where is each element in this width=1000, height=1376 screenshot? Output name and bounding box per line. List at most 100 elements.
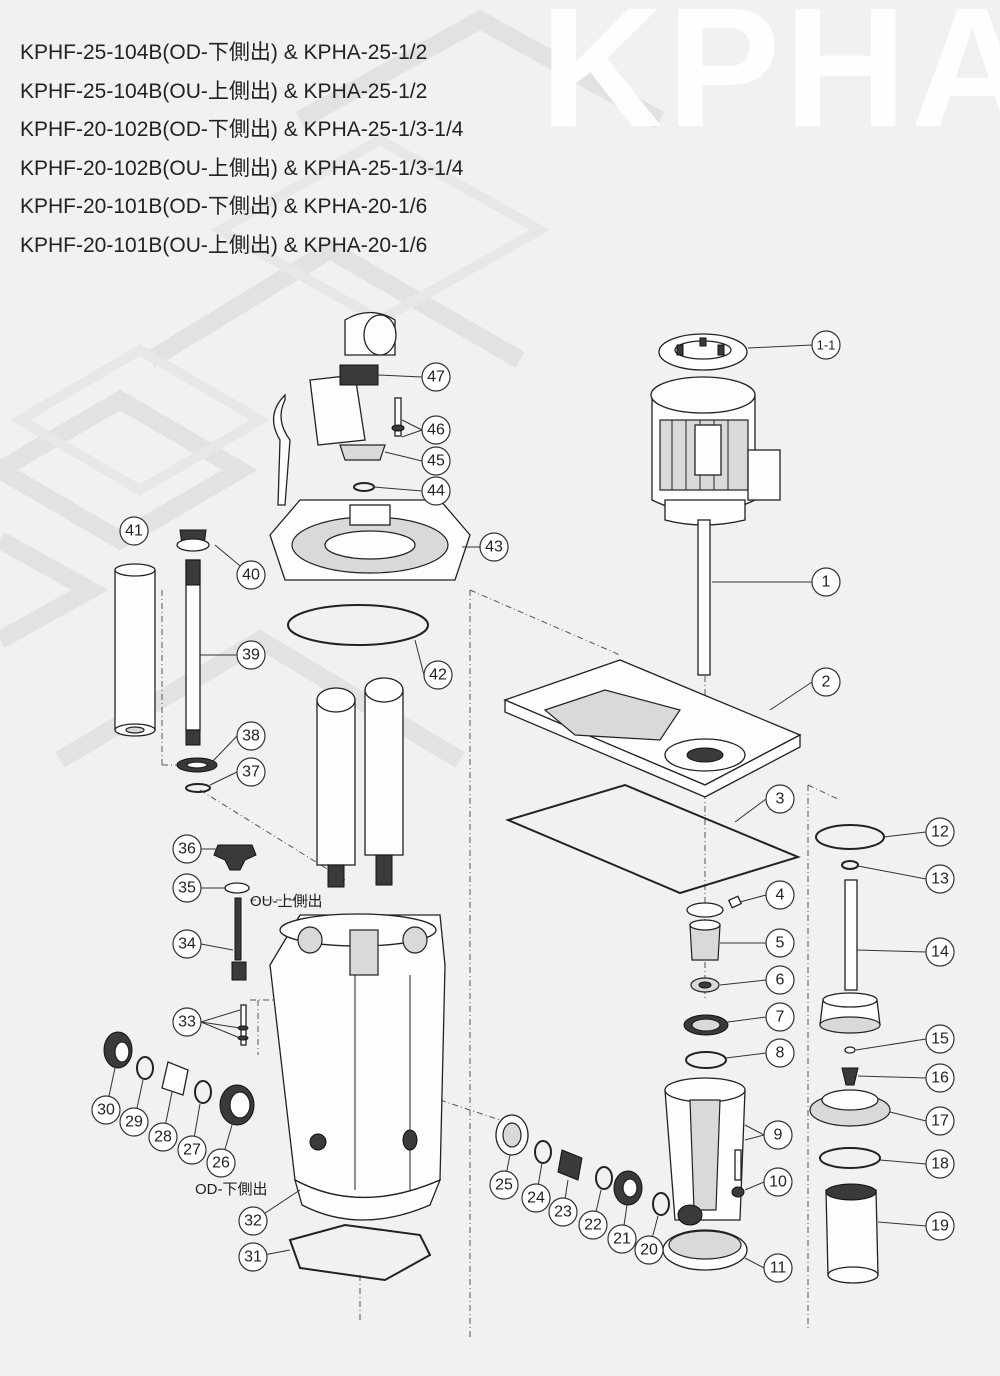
svg-text:42: 42: [429, 667, 447, 684]
shaft-seal-components: [683, 895, 743, 1069]
svg-text:26: 26: [212, 1155, 230, 1172]
callout-27: 27: [177, 1135, 207, 1165]
svg-text:4: 4: [776, 887, 785, 904]
callout-21: 21: [607, 1224, 637, 1254]
svg-text:7: 7: [776, 1009, 785, 1026]
motor-assembly: [650, 376, 781, 676]
callout-3: 3: [765, 784, 795, 814]
svg-text:36: 36: [178, 841, 196, 858]
svg-text:40: 40: [242, 567, 260, 584]
callout-2: 2: [811, 667, 841, 697]
svg-text:2: 2: [822, 674, 831, 691]
callout-36: 36: [172, 834, 202, 864]
svg-text:31: 31: [244, 1249, 262, 1266]
svg-text:11: 11: [770, 1260, 787, 1277]
svg-text:18: 18: [931, 1156, 949, 1173]
callout-23: 23: [548, 1197, 578, 1227]
svg-text:41: 41: [125, 523, 143, 540]
callout-28: 28: [148, 1122, 178, 1152]
callout-12: 12: [925, 817, 955, 847]
svg-text:33: 33: [178, 1014, 196, 1031]
callout-22: 22: [578, 1210, 608, 1240]
filter-housing-body: [269, 913, 446, 1221]
callout-7: 7: [765, 1002, 795, 1032]
lid-o-ring: [287, 604, 429, 646]
svg-text:30: 30: [97, 1102, 115, 1119]
housing-bottom-gasket: [288, 1223, 432, 1282]
callout-45: 45: [421, 446, 451, 476]
callout-35: 35: [172, 873, 202, 903]
callout-16: 16: [925, 1063, 955, 1093]
svg-text:1: 1: [822, 574, 831, 591]
svg-text:12: 12: [931, 824, 949, 841]
svg-text:13: 13: [931, 871, 949, 888]
filter-core-tube: [176, 529, 218, 793]
callout-4: 4: [765, 880, 795, 910]
callout-34: 34: [172, 929, 202, 959]
pump-base-plate: [503, 659, 802, 798]
base-gasket: [505, 783, 801, 895]
svg-text:28: 28: [154, 1129, 172, 1146]
svg-text:9: 9: [774, 1127, 783, 1144]
callout-42: 42: [423, 660, 453, 690]
vent-valve-assembly: [273, 311, 405, 506]
callout-10: 10: [763, 1167, 793, 1197]
svg-text:10: 10: [769, 1174, 787, 1191]
housing-clamp-hardware: [213, 844, 257, 1046]
filter-elements: [316, 677, 404, 888]
model-title-line: KPHF-20-102B(OU-上側出) & KPHA-25-1/3-1/4: [20, 156, 464, 180]
svg-text:32: 32: [244, 1213, 262, 1230]
callout-11: 11: [763, 1253, 793, 1283]
model-title-line: KPHF-25-104B(OU-上側出) & KPHA-25-1/2: [20, 79, 428, 103]
callout-33: 33: [172, 1007, 202, 1037]
svg-text:23: 23: [554, 1204, 572, 1221]
svg-text:8: 8: [776, 1045, 785, 1062]
callout-41: 41: [119, 516, 149, 546]
callout-25: 25: [489, 1170, 519, 1200]
callout-30: 30: [91, 1095, 121, 1125]
model-title-line: KPHF-20-101B(OD-下側出) & KPHA-20-1/6: [20, 195, 428, 218]
svg-text:15: 15: [931, 1031, 949, 1048]
svg-text:34: 34: [178, 936, 196, 953]
right-union-fittings: [495, 1114, 670, 1216]
svg-text:24: 24: [527, 1190, 545, 1207]
pump-casing: [662, 1077, 748, 1271]
svg-text:25: 25: [495, 1177, 513, 1194]
callout-15: 15: [925, 1024, 955, 1054]
callout-8: 8: [765, 1038, 795, 1068]
callout-20: 20: [634, 1235, 664, 1265]
svg-text:45: 45: [427, 453, 445, 470]
callout-40: 40: [236, 560, 266, 590]
svg-text:39: 39: [242, 647, 260, 664]
callout-24: 24: [521, 1183, 551, 1213]
svg-text:17: 17: [931, 1113, 949, 1130]
callout-26: 26: [206, 1148, 236, 1178]
svg-text:6: 6: [776, 972, 785, 989]
callout-37: 37: [236, 757, 266, 787]
svg-text:37: 37: [242, 764, 260, 781]
svg-text:3: 3: [776, 791, 785, 808]
callout-9: 9: [763, 1120, 793, 1150]
od-outlet-label: OD-下側出: [195, 1181, 268, 1198]
svg-text:44: 44: [427, 483, 445, 500]
model-title-line: KPHF-20-101B(OU-上側出) & KPHA-20-1/6: [20, 233, 428, 257]
model-title-list: KPHF-25-104B(OD-下側出) & KPHA-25-1/2 KPHF-…: [20, 34, 463, 265]
svg-text:27: 27: [183, 1142, 201, 1159]
svg-text:16: 16: [931, 1070, 949, 1087]
svg-text:19: 19: [931, 1218, 949, 1235]
svg-text:29: 29: [125, 1114, 143, 1131]
callout-6: 6: [765, 965, 795, 995]
svg-text:20: 20: [640, 1242, 658, 1259]
svg-text:14: 14: [931, 944, 949, 961]
callout-29: 29: [119, 1107, 149, 1137]
callout-46: 46: [421, 415, 451, 445]
callout-5: 5: [765, 928, 795, 958]
svg-text:21: 21: [613, 1231, 631, 1248]
callout-13: 13: [925, 864, 955, 894]
model-title-line: KPHF-25-104B(OD-下側出) & KPHA-25-1/2: [20, 41, 428, 64]
callout-43: 43: [479, 532, 509, 562]
callout-14: 14: [925, 937, 955, 967]
left-union-fittings: [103, 1031, 255, 1126]
housing-lid: [269, 499, 471, 581]
